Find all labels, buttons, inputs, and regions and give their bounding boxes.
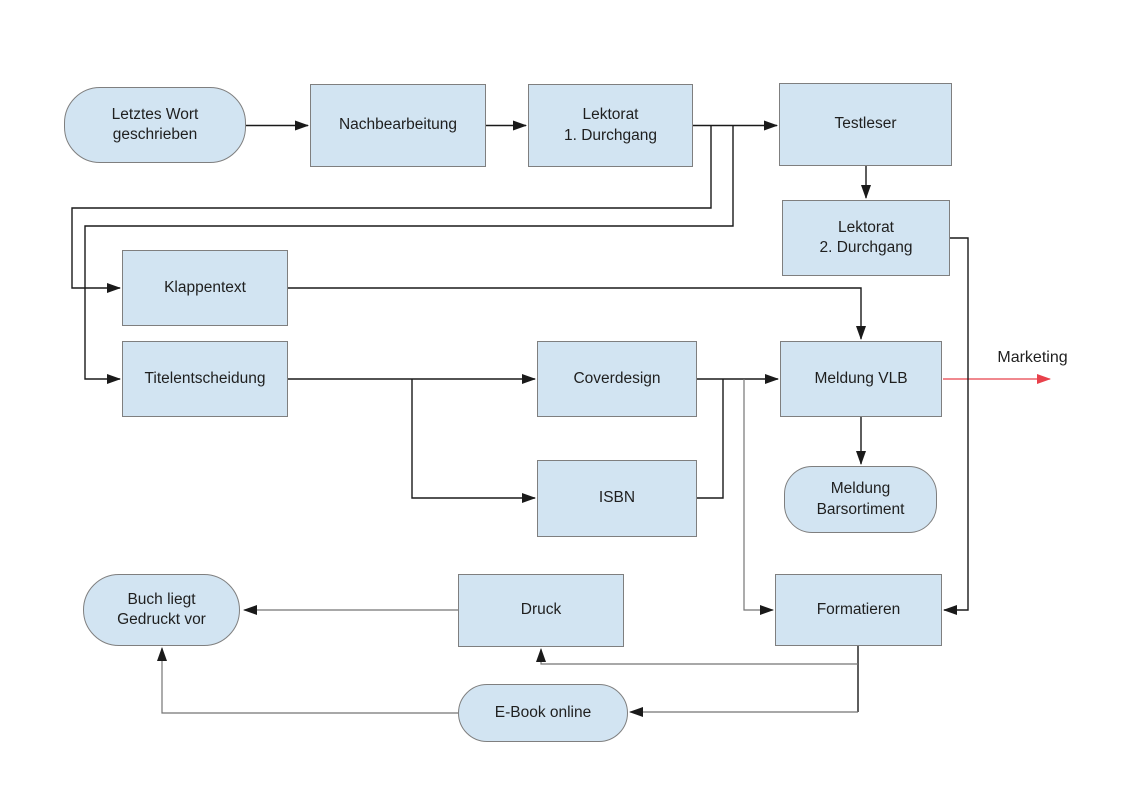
node-nachbearbeitung: Nachbearbeitung bbox=[310, 84, 486, 167]
node-meldung-barsortiment: Meldung Barsortiment bbox=[784, 466, 937, 533]
node-formatieren: Formatieren bbox=[775, 574, 942, 646]
edge-isbn-join bbox=[697, 379, 724, 499]
node-coverdesign: Coverdesign bbox=[537, 341, 697, 417]
edge-lektorat2-to-formatieren bbox=[943, 237, 969, 615]
node-lektorat-2-durchgang: Lektorat 2. Durchgang bbox=[782, 200, 950, 276]
edge-titelentscheidung-to-isbn bbox=[411, 379, 536, 503]
edge-lektorat1-to-klappentext bbox=[71, 125, 712, 293]
node-lektorat-1-durchgang: Lektorat 1. Durchgang bbox=[528, 84, 693, 167]
edge-formatieren-to-druck bbox=[536, 648, 858, 665]
marketing-label: Marketing bbox=[997, 349, 1068, 366]
node-testleser: Testleser bbox=[779, 83, 952, 166]
node-isbn: ISBN bbox=[537, 460, 697, 537]
edge-lektorat1-to-titelentscheidung bbox=[84, 125, 734, 384]
node-druck: Druck bbox=[458, 574, 624, 647]
node-klappentext: Klappentext bbox=[122, 250, 288, 326]
node-buch-liegt-gedruckt-vor: Buch liegt Gedruckt vor bbox=[83, 574, 240, 646]
node-letztes-wort-geschrieben: Letztes Wort geschrieben bbox=[64, 87, 246, 163]
edge-junction-to-formatieren bbox=[743, 379, 774, 615]
edge-klappentext-to-meldung-vlb bbox=[288, 287, 866, 340]
edge-ebook-to-buch bbox=[157, 647, 458, 714]
node-ebook-online: E-Book online bbox=[458, 684, 628, 742]
node-titelentscheidung: Titelentscheidung bbox=[122, 341, 288, 417]
node-meldung-vlb: Meldung VLB bbox=[780, 341, 942, 417]
